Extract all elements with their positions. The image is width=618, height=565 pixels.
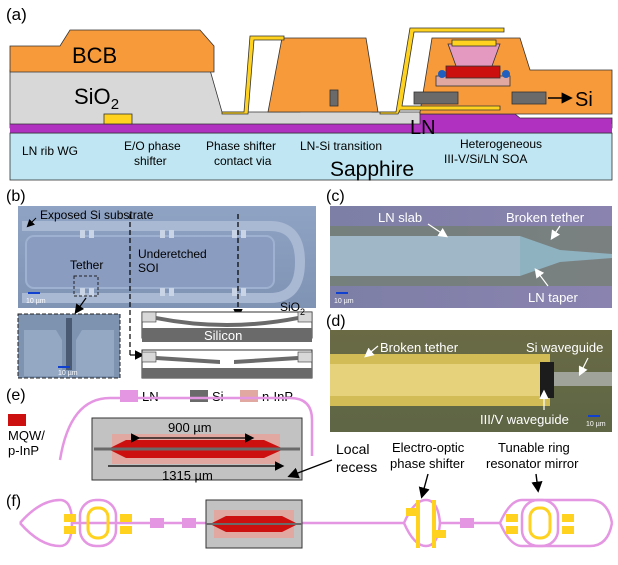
panel-label-d: (d) (326, 313, 346, 330)
underetched-region (25, 235, 275, 289)
eo-label-e1: Electro-optic (392, 440, 465, 455)
local-label-2: recess (336, 459, 377, 475)
legend-ln-swatch (120, 390, 138, 402)
exposed-label: Exposed Si substrate (40, 208, 154, 222)
si-label: Si (575, 89, 593, 111)
panel-b: (b) Exposed Si substrate Tether Underetc… (6, 188, 316, 379)
underetched-label-2: SOI (138, 261, 159, 275)
panel-c: (c) LN slab Broken tether LN taper 10 µm (326, 188, 612, 308)
panel-f: (f) (6, 493, 614, 549)
ring-label-1: Tunable ring (498, 440, 570, 455)
trans-label: LN-Si transition (300, 139, 382, 153)
scale-label-b: 10 µm (26, 298, 46, 305)
tethers (80, 230, 246, 296)
panel-label-f: (f) (6, 493, 21, 510)
local-label-1: Local (336, 441, 369, 457)
svg-text:10 µm: 10 µm (586, 421, 606, 428)
rib-label: LN rib WG (22, 144, 78, 158)
ps-electrode (103, 113, 133, 125)
legend-ninp-swatch (240, 390, 258, 402)
svg-text:10 µm: 10 µm (334, 298, 354, 305)
ring-right (520, 498, 560, 548)
svg-text:p-InP: p-InP (8, 443, 39, 458)
si-wg-2 (511, 91, 547, 105)
sapphire-label: Sapphire (330, 158, 414, 181)
svg-text:LN: LN (142, 389, 159, 404)
len-1315: 1315 µm (162, 468, 213, 483)
ln-label: LN (410, 117, 436, 139)
sio2-label-b: SiO2 (280, 300, 305, 317)
si-taper-block (329, 89, 339, 107)
het-label-2: III-V/Si/LN SOA (444, 152, 527, 166)
panel-a: (a) BCB SiO2 Si LN Sapphire LN rib W (6, 5, 613, 181)
metal-gold-2 (379, 27, 505, 115)
panel-e: (e) LN Si n-InP MQW/ p-InP 900 µm 1315 µ… (6, 387, 579, 499)
het-label-1: Heterogeneous (460, 137, 542, 151)
taper-label: LN taper (528, 290, 579, 305)
tether-highlight-box (73, 275, 99, 297)
si-wg-1 (413, 91, 459, 105)
slab-label: LN slab (378, 210, 422, 225)
soa-mqw (445, 65, 501, 79)
siwg-label: Si waveguide (526, 340, 603, 355)
underetched-label-1: Underetched (138, 247, 207, 261)
bcb-label: BCB (72, 43, 117, 68)
eo-label-2: shifter (134, 154, 167, 168)
legend-si-swatch (190, 390, 208, 402)
broken-label-c: Broken tether (506, 210, 585, 225)
ring-left (78, 498, 118, 548)
panel-label-a: (a) (6, 5, 27, 24)
panel-d: (d) Broken tether Si waveguide III/V wav… (326, 313, 612, 432)
soa-topmetal (451, 39, 497, 47)
via-label-2: contact via (214, 154, 272, 168)
broken-label-d: Broken tether (380, 340, 459, 355)
svg-text:MQW/: MQW/ (8, 428, 45, 443)
panel-label-b: (b) (6, 188, 26, 205)
svg-text:10 µm: 10 µm (58, 370, 78, 377)
loop-outer (22, 221, 306, 303)
ring-label-2: resonator mirror (486, 456, 579, 471)
panel-label-c: (c) (326, 188, 345, 205)
bcb-layer-2 (267, 37, 379, 113)
via-label-1: Phase shifter (206, 139, 276, 153)
ln-slab (330, 236, 520, 276)
svg-text:n-InP: n-InP (262, 389, 293, 404)
len-900: 900 µm (168, 420, 212, 435)
panel-label-e: (e) (6, 387, 26, 404)
sio2-label: SiO2 (74, 84, 119, 113)
soa-pinp (447, 43, 501, 67)
svg-text:Si: Si (212, 389, 224, 404)
phase-shifter-f (416, 500, 420, 548)
metal-gold-1 (221, 35, 285, 115)
e-loop (58, 396, 314, 461)
sapphire-layer (9, 132, 613, 181)
eo-label-e2: phase shifter (390, 456, 465, 471)
bcb-layer (9, 29, 215, 73)
silicon-label: Silicon (204, 328, 242, 343)
ln-taper (520, 236, 612, 276)
iiiv-label: III/V waveguide (480, 412, 569, 427)
tether-label: Tether (70, 258, 103, 272)
eo-label-1: E/O phase (124, 139, 181, 153)
legend-mqw-swatch (8, 414, 26, 426)
